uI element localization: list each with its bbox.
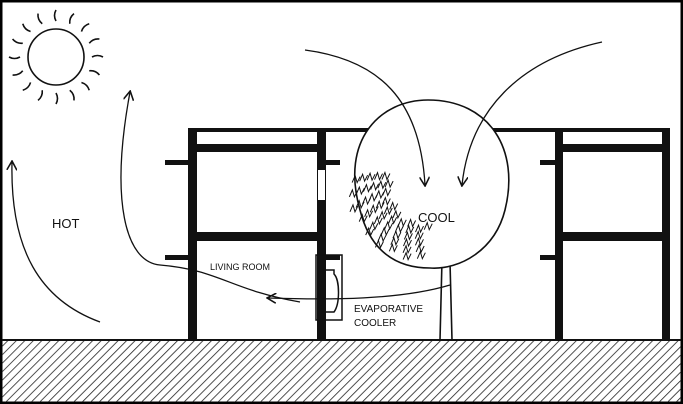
sun-ray [53,9,57,22]
tree-leaf [365,226,375,237]
living-room-label: LIVING ROOM [210,262,270,272]
sun-ray [80,22,90,32]
sun-ray [22,82,32,92]
tree-leaf [416,250,426,261]
tree-leaf [369,203,379,214]
airflow-arrows [12,41,603,323]
tree-leaf [375,199,385,210]
tree-leaf [377,232,387,243]
sun-ray [37,13,43,25]
sun-ray [68,12,75,24]
tree-leaf [373,215,383,226]
tree-leaf [415,223,424,234]
tree-leaf [392,229,402,240]
tree-leaf [355,185,365,196]
tree [348,99,510,341]
tree-leaf [392,209,402,220]
tree-leaf [384,220,394,231]
sun-ray [69,89,75,101]
tree-leaf [348,188,358,199]
tree-leaf [381,196,391,206]
sun-ray [91,54,104,58]
tree-leaf [414,236,424,247]
evaporative-cooler [315,254,343,321]
evaporative-label: EVAPORATIVE [354,304,423,315]
tree-leaf [402,244,412,255]
tree-leaf [423,221,433,232]
tree-leaf [362,195,371,206]
tree-leaf [382,186,392,197]
sun-ray [81,81,91,91]
tree-leaf [359,172,369,183]
tree-leaf [349,203,359,214]
tree-leaf [364,208,374,219]
sun-ray [37,90,44,102]
tree-leaf [383,205,393,216]
tree-leaf [351,174,361,184]
tree-leaf [397,217,407,228]
tree-leaf [370,181,380,192]
tree-leaf [388,214,398,225]
tree-leaf [369,220,379,231]
tree-leaf [377,179,387,190]
tree-leaf [403,230,413,241]
tree-leaf [378,210,388,221]
tree-leaf [415,243,425,254]
tree-leaf [355,199,365,210]
right-building [540,128,670,340]
sun-ray [12,70,24,76]
cooler-label: COOLER [354,318,396,329]
tree-leaf [402,251,412,261]
tree-leaf [403,237,412,248]
sun-ray [55,92,59,105]
tree-leaf [389,201,399,211]
tree-leaf [374,171,383,182]
tree-leaf [414,230,424,241]
cool-label: COOL [418,210,455,225]
hot-label: HOT [52,216,80,231]
sun-ray [88,38,100,44]
tree-leaf [380,226,390,237]
tree-leaf [381,171,391,181]
tree-leaf [374,238,384,249]
tree-leaf [358,213,368,223]
sun-ray [11,38,23,45]
tree-leaf [407,218,417,228]
tree-leaf [388,242,398,253]
tree-leaf [405,224,415,235]
sun-ray [8,56,21,60]
tree-leaf [394,223,404,234]
tree-leaf [362,183,372,194]
tree-leaf [375,189,385,200]
sun-icon [8,9,104,105]
ground [2,340,681,402]
sun-ray [21,23,31,33]
tree-leaf [366,171,376,182]
tree-leaf [390,236,400,247]
sun-ray [89,69,101,76]
tree-leaf [384,178,394,189]
